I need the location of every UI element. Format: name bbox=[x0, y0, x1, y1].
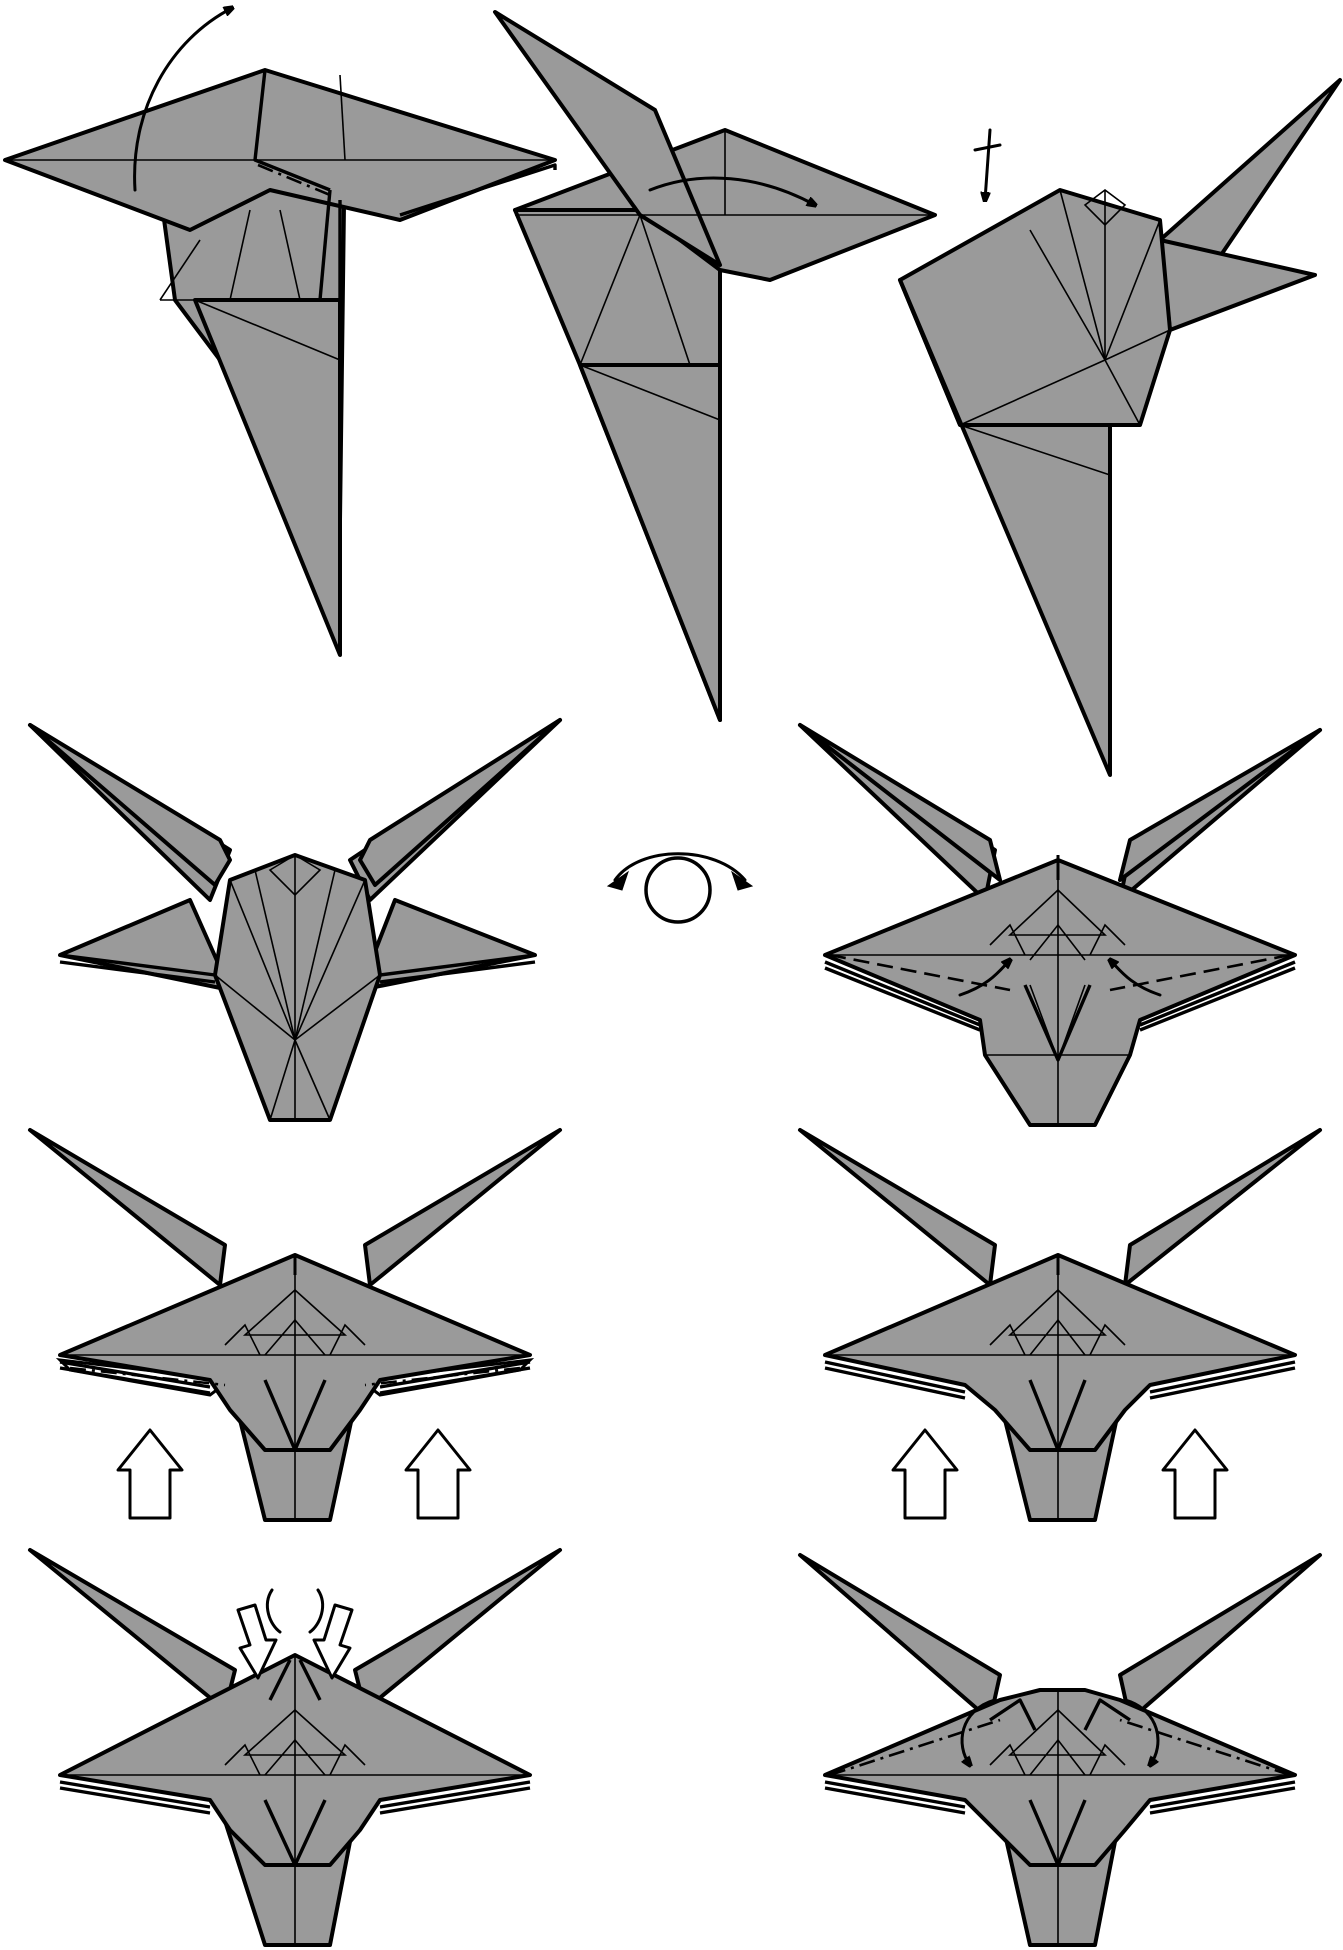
step-head-front-view bbox=[30, 720, 560, 1120]
turn-over-icon bbox=[608, 854, 752, 922]
step-sink-edges-right bbox=[800, 1130, 1320, 1520]
step-final-swivel bbox=[800, 1555, 1320, 1945]
step-push-in-top bbox=[30, 1550, 560, 1945]
step-fold-down-result bbox=[900, 80, 1340, 775]
step-fold-flap-up bbox=[5, 8, 555, 655]
step-sink-edges-left bbox=[30, 1130, 560, 1520]
push-up-icon-right-2 bbox=[1163, 1430, 1227, 1518]
fold-down-arrow bbox=[985, 130, 990, 200]
push-up-icon-left bbox=[118, 1430, 182, 1518]
push-up-icon-left-2 bbox=[893, 1430, 957, 1518]
push-up-icon-right bbox=[406, 1430, 470, 1518]
step-reverse-folds bbox=[800, 725, 1320, 1125]
step-swing-flap-over bbox=[495, 12, 935, 720]
